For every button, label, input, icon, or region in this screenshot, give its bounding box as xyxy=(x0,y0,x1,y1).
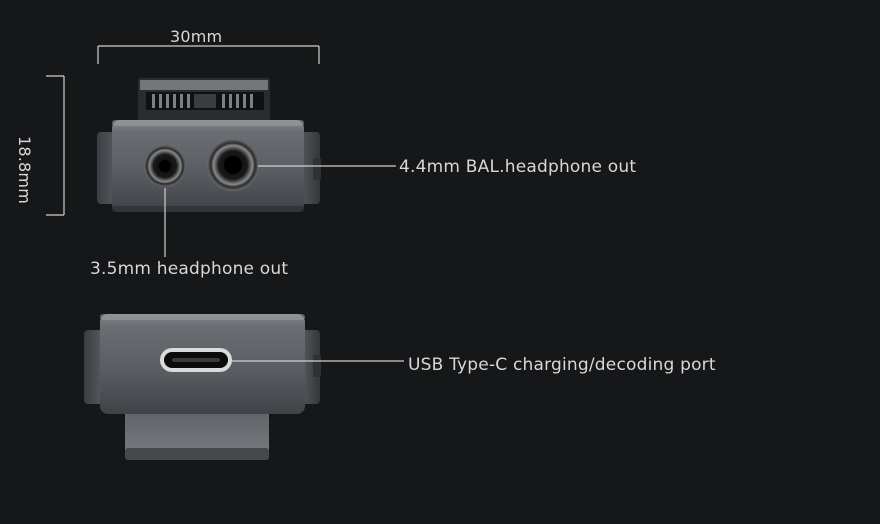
callout-usb-port: USB Type-C charging/decoding port xyxy=(408,355,716,375)
device-top-view xyxy=(97,78,321,212)
device-bottom-view xyxy=(84,314,321,460)
height-label: 18.8mm xyxy=(15,136,34,204)
callout-balanced-out: 4.4mm BAL.headphone out xyxy=(399,157,637,177)
ribbon-connector-pins xyxy=(152,94,253,108)
width-label: 30mm xyxy=(170,27,223,46)
callout-single-ended-out: 3.5mm headphone out xyxy=(90,259,289,279)
height-dimension-bracket xyxy=(46,75,65,216)
width-dimension-bracket xyxy=(97,45,320,64)
